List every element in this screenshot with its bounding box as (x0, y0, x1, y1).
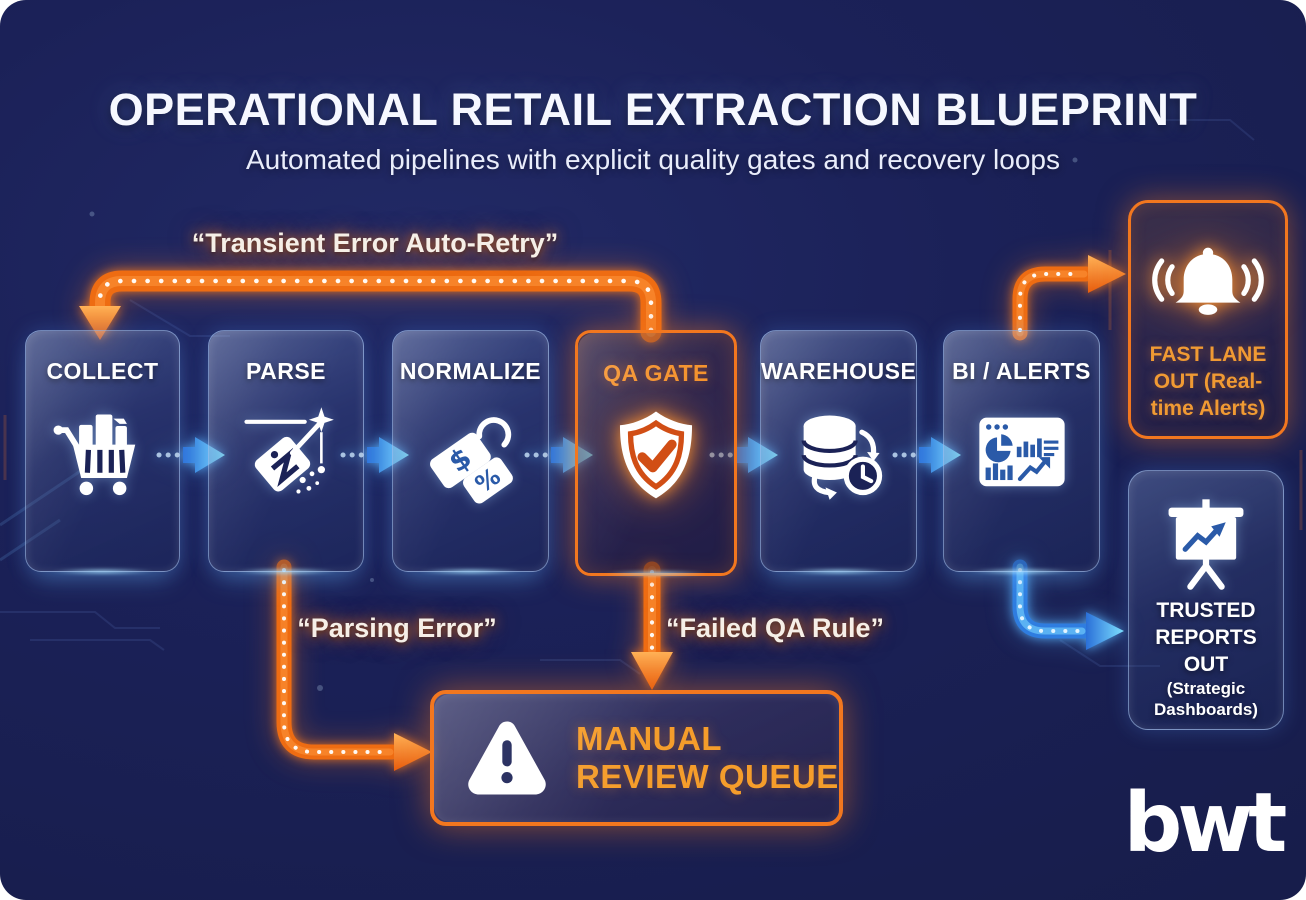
dollar-percent-tags-icon: $ % (429, 417, 513, 504)
manual-review-line-1: MANUAL (576, 720, 722, 757)
stage-parse: PARSE (208, 330, 364, 572)
stage-qa-gate-label: QA GATE (603, 360, 709, 386)
trusted-sub-line-2: Dashboards) (1154, 700, 1258, 719)
fast-lane-line-1: FAST LANE (1149, 343, 1267, 366)
stage-collect: COLLECT (25, 330, 180, 572)
manual-review-line-2: REVIEW QUEUE (576, 758, 839, 795)
trusted-reports-out-label: TRUSTED REPORTS OUT (Strategic Dashboard… (1129, 597, 1283, 720)
trusted-line-1: TRUSTED (1156, 599, 1256, 622)
fast-lane-out-box: FAST LANE OUT (Real- time Alerts) (1128, 200, 1288, 439)
stage-collect-label: COLLECT (46, 358, 159, 384)
fast-lane-line-2: OUT (Real- (1153, 370, 1263, 393)
manual-review-queue-label: MANUAL REVIEW QUEUE (576, 720, 839, 796)
stage-warehouse-label: WAREHOUSE (761, 358, 917, 384)
stage-normalize: NORMALIZE $ % (392, 330, 549, 572)
price-tag-wand-icon (244, 407, 334, 494)
stage-bi-alerts-label: BI / ALERTS (952, 358, 1091, 384)
stage-normalize-label: NORMALIZE (399, 358, 542, 384)
stage-qa-gate: QA GATE (575, 330, 737, 576)
dashboard-charts-icon (978, 417, 1065, 487)
bwt-logo: bwt (1123, 776, 1288, 871)
warning-triangle-icon (468, 721, 546, 795)
manual-review-queue-box: MANUAL REVIEW QUEUE (430, 690, 843, 826)
shopping-cart-icon (53, 414, 135, 496)
parsing-error-label: “Parsing Error” (297, 613, 497, 643)
page-subtitle: Automated pipelines with explicit qualit… (245, 144, 1060, 175)
alert-bell-icon (1152, 247, 1264, 315)
trusted-line-2: REPORTS (1155, 626, 1257, 649)
stage-warehouse: WAREHOUSE (760, 330, 917, 572)
trusted-sub-line-1: (Strategic (1166, 679, 1246, 698)
shield-check-icon (619, 411, 693, 499)
fast-lane-line-3: time Alerts) (1150, 397, 1266, 420)
trusted-line-3: OUT (1183, 653, 1229, 676)
page-title: OPERATIONAL RETAIL EXTRACTION BLUEPRINT (108, 84, 1198, 135)
database-sync-clock-icon (801, 415, 882, 500)
transient-retry-label: “Transient Error Auto-Retry” (191, 228, 559, 258)
stage-parse-label: PARSE (245, 358, 327, 384)
stage-bi-alerts: BI / ALERTS (943, 330, 1100, 572)
fast-lane-out-label: FAST LANE OUT (Real- time Alerts) (1131, 341, 1285, 422)
presentation-chart-icon (1168, 499, 1244, 590)
failed-qa-label: “Failed QA Rule” (665, 613, 885, 643)
trusted-reports-out-box: TRUSTED REPORTS OUT (Strategic Dashboard… (1128, 470, 1284, 730)
